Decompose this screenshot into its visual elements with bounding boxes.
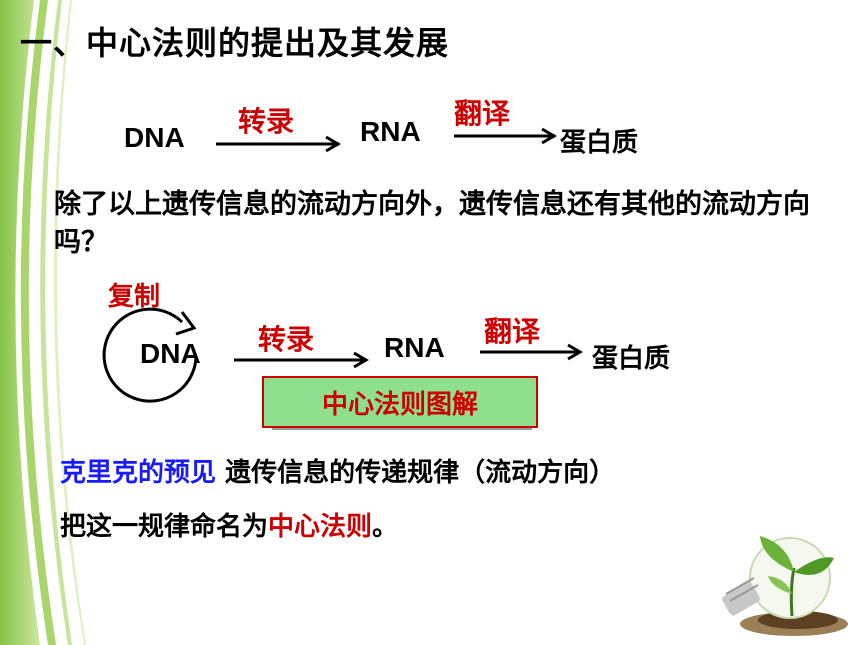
- question-text: 除了以上遗传信息的流动方向外，遗传信息还有其他的流动方向吗？: [54, 189, 810, 258]
- crick-prediction-highlight: 克里克的预见: [60, 458, 217, 488]
- diagram2-dna-label: DNA: [140, 338, 201, 369]
- diagram2-arrow-1: [234, 351, 369, 369]
- central-dogma-prefix: 把这一规律命名为: [60, 512, 269, 542]
- diagram1-arrow-1: [216, 135, 341, 153]
- diagram2-arrow-2: [480, 343, 583, 361]
- central-dogma-line: 把这一规律命名为中心法则。: [60, 506, 398, 543]
- diagram2-translation-label: 翻译: [484, 315, 541, 348]
- lightbulb-plant-icon: [722, 536, 848, 636]
- diagram1-dna-label: DNA: [124, 122, 185, 153]
- green-stripes-decoration: [0, 0, 86, 645]
- central-dogma-highlight: 中心法则: [268, 512, 373, 542]
- central-dogma-suffix: 。: [372, 512, 399, 542]
- caption-box: 中心法则图解: [262, 376, 538, 428]
- crick-prediction-rest: 遗传信息的传递规律（流动方向）: [216, 458, 616, 488]
- diagram2-replication-label: 复制: [108, 282, 161, 312]
- caption-text: 中心法则图解: [321, 389, 478, 420]
- diagram1-arrow-2: [454, 127, 557, 145]
- replication-loop-arrow: [102, 307, 198, 403]
- diagram1-translation-label: 翻译: [454, 97, 511, 130]
- diagram1-protein-label: 蛋白质: [560, 128, 639, 158]
- diagram2-rna-label: RNA: [384, 332, 445, 363]
- slide-title: 一、中心法则的提出及其发展: [20, 24, 450, 62]
- diagram1-rna-label: RNA: [360, 116, 421, 147]
- diagram1-transcription-label: 转录: [238, 105, 295, 138]
- crick-prediction-line: 克里克的预见 遗传信息的传递规律（流动方向）: [60, 452, 615, 489]
- diagram2-transcription-label: 转录: [258, 323, 315, 356]
- diagram2-protein-label: 蛋白质: [592, 344, 671, 374]
